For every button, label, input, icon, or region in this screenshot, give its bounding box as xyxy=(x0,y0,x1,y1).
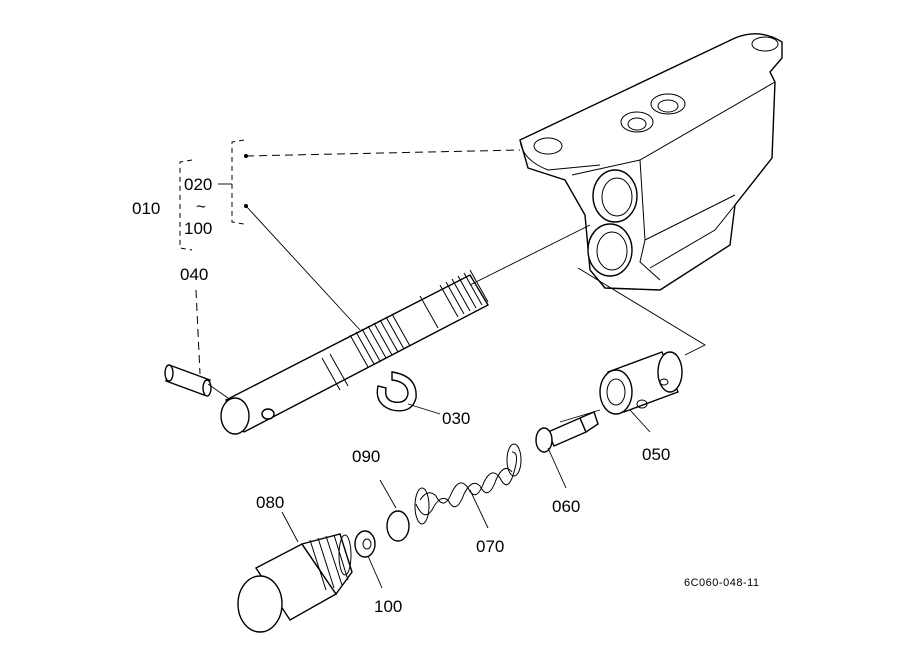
label-tilde: ~ xyxy=(196,197,206,216)
snap-ring-030 xyxy=(376,371,417,412)
plug-080 xyxy=(237,533,353,633)
label-050: 050 xyxy=(642,445,670,464)
shaft xyxy=(220,269,489,435)
callout-labels: 010 020 ~ 100 040 030 050 060 070 080 09… xyxy=(132,175,760,616)
washer-100 xyxy=(354,530,376,558)
leader-lines xyxy=(195,149,706,589)
valve-housing xyxy=(519,33,783,291)
label-040: 040 xyxy=(180,265,208,284)
disc-090 xyxy=(386,510,410,542)
label-080: 080 xyxy=(256,493,284,512)
sleeve-050 xyxy=(599,351,683,415)
label-100: 100 xyxy=(374,597,402,616)
label-030: 030 xyxy=(442,409,470,428)
spring-070 xyxy=(414,443,522,525)
poppet-060 xyxy=(535,411,599,453)
label-060: 060 xyxy=(552,497,580,516)
shaft-threads-right xyxy=(439,269,489,318)
shaft-threads-left xyxy=(349,313,411,368)
pin-040 xyxy=(164,364,212,397)
label-020: 020 xyxy=(184,175,212,194)
label-090: 090 xyxy=(352,447,380,466)
label-010: 010 xyxy=(132,199,160,218)
label-070: 070 xyxy=(476,537,504,556)
label-100-range: 100 xyxy=(184,219,212,238)
figure-reference: 6C060-048-11 xyxy=(684,577,760,589)
